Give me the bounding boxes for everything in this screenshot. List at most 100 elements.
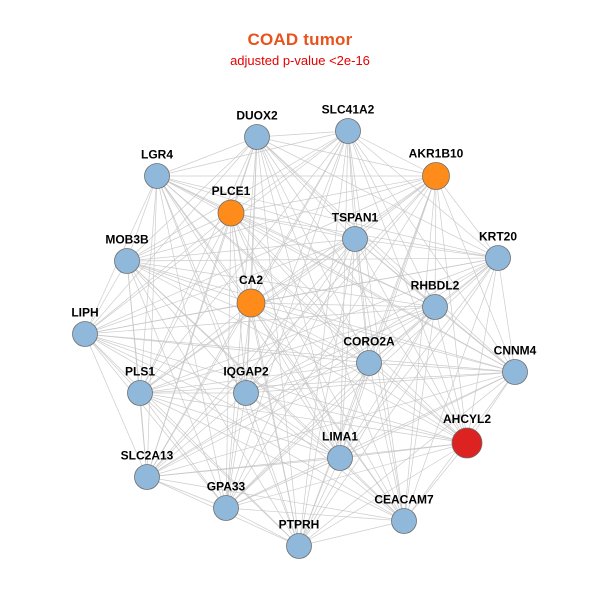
node-LIMA1: [327, 445, 353, 471]
node-label-PLCE1: PLCE1: [212, 184, 251, 198]
chart-subtitle: adjusted p-value <2e-16: [230, 53, 370, 68]
edge-KRT20-LIMA1: [339, 257, 499, 459]
edge-DUOX2-LGR4: [156, 136, 258, 177]
edge-DUOX2-TSPAN1: [256, 136, 356, 240]
node-label-PLS1: PLS1: [125, 365, 155, 379]
node-PLCE1: [217, 199, 245, 227]
edge-SLC41A2-MOB3B: [126, 130, 349, 262]
edge-SLC41A2-CNNM4: [347, 130, 516, 373]
edge-KRT20-CEACAM7: [403, 257, 499, 522]
node-IQGAP2: [233, 380, 259, 406]
node-RHBDL2: [422, 294, 448, 320]
edge-KRT20-AHCYL2: [466, 257, 499, 444]
chart-title: COAD tumor: [247, 30, 353, 49]
edge-PLCE1-LIPH: [84, 212, 232, 335]
edge-PLCE1-RHBDL2: [230, 212, 436, 308]
node-GPA33: [213, 495, 239, 521]
edge-SLC41A2-TSPAN1: [347, 130, 356, 240]
edge-IQGAP2-SLC2A13: [146, 392, 247, 478]
edge-RHBDL2-CORO2A: [368, 306, 436, 364]
edges-layer: [84, 130, 516, 547]
edge-CORO2A-AHCYL2: [368, 362, 468, 444]
node-label-MOB3B: MOB3B: [105, 233, 149, 247]
edge-PLCE1-CNNM4: [230, 212, 516, 373]
edge-CNNM4-SLC2A13: [146, 371, 516, 478]
edge-TSPAN1-AHCYL2: [354, 238, 468, 444]
edge-LIPH-CEACAM7: [84, 333, 405, 522]
edge-TSPAN1-CORO2A: [354, 238, 370, 364]
edge-PLCE1-TSPAN1: [230, 212, 356, 240]
edge-LGR4-CEACAM7: [156, 175, 405, 522]
edge-TSPAN1-CA2: [250, 238, 356, 304]
edge-CA2-CEACAM7: [250, 302, 405, 522]
edge-RHBDL2-PTPRH: [298, 306, 436, 547]
edge-PLCE1-LIMA1: [230, 212, 341, 459]
edge-LGR4-SLC2A13: [146, 175, 158, 478]
edge-LIMA1-PTPRH: [298, 457, 341, 547]
edge-RHBDL2-AHCYL2: [434, 306, 468, 444]
edge-SLC41A2-CEACAM7: [347, 130, 405, 522]
edge-SLC41A2-KRT20: [347, 130, 499, 259]
node-label-CORO2A: CORO2A: [343, 335, 395, 349]
edge-AKR1B10-PLS1: [139, 175, 437, 394]
edge-PLS1-GPA33: [139, 392, 227, 509]
edge-PLCE1-PTPRH: [230, 212, 300, 547]
edge-SLC2A13-GPA33: [146, 476, 227, 509]
edge-KRT20-PTPRH: [298, 257, 499, 547]
edge-TSPAN1-PTPRH: [298, 238, 356, 547]
node-CORO2A: [356, 350, 382, 376]
edge-PLCE1-CORO2A: [230, 212, 370, 364]
edge-PLCE1-MOB3B: [126, 212, 232, 262]
edge-PLS1-AHCYL2: [139, 392, 468, 444]
edge-AHCYL2-SLC2A13: [146, 442, 468, 478]
edge-AKR1B10-RHBDL2: [434, 175, 437, 308]
edge-LIPH-IQGAP2: [84, 333, 247, 394]
edge-MOB3B-LIPH: [84, 260, 128, 335]
node-label-GPA33: GPA33: [207, 480, 246, 494]
node-LGR4: [144, 163, 170, 189]
node-PTPRH: [286, 533, 312, 559]
edge-MOB3B-IQGAP2: [126, 260, 247, 394]
node-CNNM4: [502, 359, 528, 385]
edge-DUOX2-SLC41A2: [256, 130, 349, 138]
edge-MOB3B-CEACAM7: [126, 260, 405, 522]
edge-LIPH-CORO2A: [84, 333, 370, 364]
edge-LGR4-IQGAP2: [156, 175, 247, 394]
edge-CA2-GPA33: [225, 302, 252, 509]
edge-TSPAN1-MOB3B: [126, 238, 356, 262]
edge-PLCE1-CEACAM7: [230, 212, 405, 522]
edge-SLC41A2-IQGAP2: [245, 130, 349, 394]
edge-GPA33-PTPRH: [225, 507, 300, 547]
edge-LIPH-GPA33: [84, 333, 227, 509]
edge-DUOX2-CORO2A: [256, 136, 370, 364]
edge-MOB3B-GPA33: [126, 260, 227, 509]
edge-LIPH-LIMA1: [84, 333, 341, 459]
edge-CORO2A-PLS1: [139, 362, 370, 394]
node-label-LIMA1: LIMA1: [322, 430, 358, 444]
edge-CNNM4-PLS1: [139, 371, 516, 394]
edge-DUOX2-KRT20: [256, 136, 499, 259]
edge-LGR4-GPA33: [156, 175, 227, 509]
edge-GPA33-CEACAM7: [225, 507, 405, 522]
edge-SLC41A2-AKR1B10: [347, 130, 437, 177]
edge-AHCYL2-PTPRH: [298, 442, 468, 547]
edge-LIMA1-CEACAM7: [339, 457, 405, 522]
node-label-SLC41A2: SLC41A2: [322, 103, 375, 117]
edge-RHBDL2-CNNM4: [434, 306, 516, 373]
edge-MOB3B-CA2: [126, 260, 252, 304]
node-label-TSPAN1: TSPAN1: [332, 211, 379, 225]
edge-CA2-LIMA1: [250, 302, 341, 459]
edge-IQGAP2-AHCYL2: [245, 392, 468, 444]
node-AHCYL2: [451, 427, 483, 459]
edge-PLCE1-PLS1: [139, 212, 232, 394]
node-SLC2A13: [134, 464, 160, 490]
node-DUOX2: [244, 124, 270, 150]
edge-CA2-RHBDL2: [250, 302, 436, 308]
node-label-AKR1B10: AKR1B10: [409, 147, 464, 161]
node-label-IQGAP2: IQGAP2: [223, 365, 269, 379]
edge-RHBDL2-LIMA1: [339, 306, 436, 459]
edge-CA2-PTPRH: [250, 302, 300, 547]
edge-AKR1B10-MOB3B: [126, 175, 437, 262]
